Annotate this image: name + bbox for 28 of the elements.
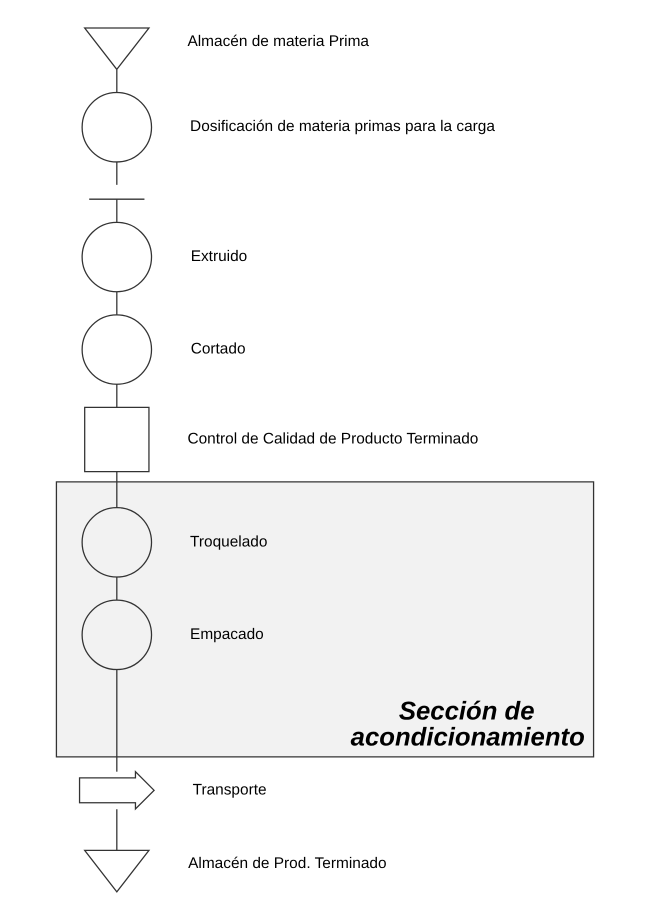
connector [116, 162, 118, 184]
connector [116, 384, 118, 407]
connector [116, 808, 118, 850]
node-triangle [83, 26, 150, 70]
node-label: Almacén de materia Prima [188, 32, 370, 50]
connector [116, 669, 118, 772]
node-label: Cortado [190, 340, 246, 358]
node-label: Extruido [190, 248, 248, 265]
node-triangle [83, 849, 150, 892]
node-circle [81, 506, 152, 578]
node-label: Almacén de Prod. Terminado [188, 854, 387, 872]
node-label: Troquelado [190, 532, 268, 550]
node-wave [89, 198, 144, 200]
node-arrow [78, 770, 155, 810]
node-label: Control de Calidad de Producto Terminado [188, 430, 478, 447]
node-label: Empacado [190, 625, 264, 642]
node-box [84, 406, 150, 472]
node-circle [81, 599, 152, 670]
connector [116, 471, 118, 507]
node-circle [81, 314, 152, 384]
connector [116, 199, 118, 222]
node-circle [81, 221, 152, 292]
connector [116, 291, 118, 314]
node-circle [81, 91, 152, 162]
node-label: Dosificación de materia primas para la carga [190, 118, 495, 135]
node-label: Transporte [192, 780, 267, 798]
connector [116, 576, 118, 600]
connector [116, 69, 118, 92]
